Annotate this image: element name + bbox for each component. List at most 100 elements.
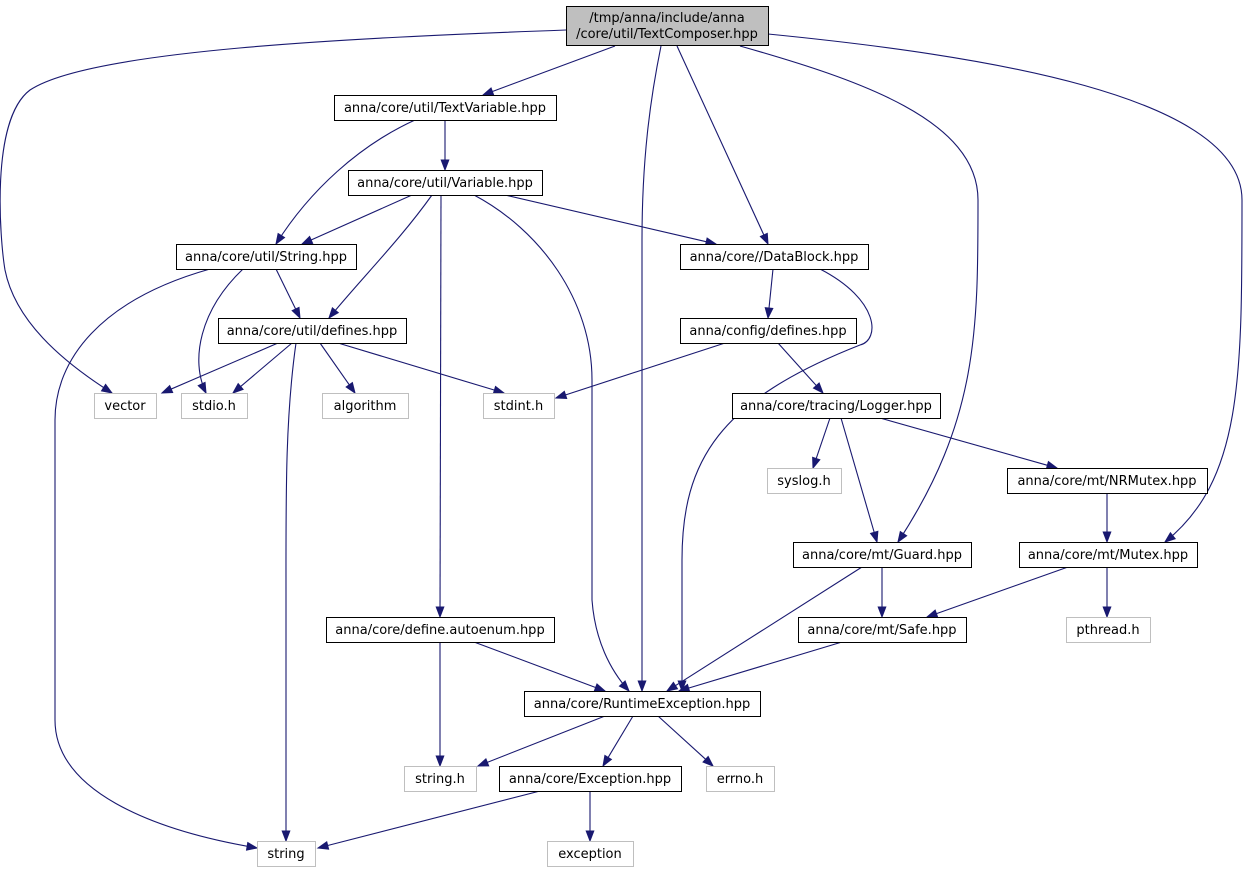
node-pthread: pthread.h bbox=[1066, 617, 1151, 643]
node-box bbox=[732, 393, 941, 419]
node-label: anna/core/Exception.hpp bbox=[509, 772, 671, 787]
edge-line bbox=[935, 566, 1069, 615]
node-exception-hpp[interactable]: anna/core/Exception.hpp bbox=[499, 766, 682, 792]
node-label: algorithm bbox=[334, 399, 397, 414]
node-string-std: string bbox=[257, 841, 316, 867]
arrowhead-icon bbox=[812, 456, 821, 470]
arrowhead-icon bbox=[291, 306, 301, 320]
node-datablock[interactable]: anna/core//DataBlock.hpp bbox=[680, 244, 869, 270]
node-label: anna/core/define.autoenum.hpp bbox=[335, 623, 544, 638]
node-root[interactable]: /tmp/anna/include/anna/core/util/TextCom… bbox=[566, 6, 769, 46]
node-label: anna/core/util/TextVariable.hpp bbox=[344, 101, 546, 116]
edge-variable-to-string_hpp bbox=[300, 194, 413, 245]
node-box bbox=[404, 766, 477, 792]
edge-line bbox=[275, 268, 297, 311]
arrowhead-icon bbox=[1102, 606, 1112, 619]
edge-line bbox=[309, 194, 413, 241]
edge-line bbox=[198, 268, 244, 394]
node-safe[interactable]: anna/core/mt/Safe.hpp bbox=[798, 617, 967, 643]
edge-line bbox=[170, 342, 279, 390]
node-label: pthread.h bbox=[1076, 623, 1139, 638]
arrowhead-icon bbox=[877, 606, 887, 619]
edge-root-to-guard bbox=[739, 45, 979, 544]
arrowhead-icon bbox=[492, 385, 506, 395]
node-box bbox=[334, 95, 557, 121]
edge-line bbox=[564, 342, 726, 396]
arrowhead-icon bbox=[554, 390, 568, 400]
arrowhead-icon bbox=[476, 757, 490, 767]
node-label: anna/core/util/String.hpp bbox=[185, 250, 347, 265]
node-string-h: string.h bbox=[404, 766, 477, 792]
edge-mutex-to-safe bbox=[925, 566, 1069, 618]
edge-safe-to-runtime bbox=[677, 641, 843, 693]
node-box bbox=[767, 468, 842, 494]
node-label: anna/core/mt/Mutex.hpp bbox=[1028, 548, 1188, 563]
edge-line bbox=[767, 33, 1243, 543]
arrowhead-icon bbox=[764, 307, 774, 320]
edges-layer bbox=[0, 29, 1243, 851]
edge-autoenum-to-runtime bbox=[473, 641, 607, 692]
node-logger[interactable]: anna/core/tracing/Logger.hpp bbox=[732, 393, 941, 419]
edge-line bbox=[328, 194, 433, 319]
arrowhead-icon bbox=[925, 609, 939, 618]
edge-runtime-to-string_h bbox=[476, 715, 606, 767]
edge-runtime-to-exception_hpp bbox=[602, 715, 634, 768]
arrowhead-icon bbox=[481, 87, 495, 96]
node-box bbox=[1019, 542, 1198, 568]
node-guard[interactable]: anna/core/mt/Guard.hpp bbox=[793, 542, 972, 568]
arrowhead-icon bbox=[702, 755, 715, 767]
node-label: string bbox=[267, 847, 304, 862]
node-label: syslog.h bbox=[777, 474, 830, 489]
arrowhead-icon bbox=[440, 159, 450, 172]
node-box bbox=[176, 244, 357, 270]
node-box bbox=[94, 393, 157, 419]
edge-line bbox=[777, 342, 818, 387]
node-box bbox=[499, 766, 682, 792]
edge-line bbox=[54, 268, 258, 849]
node-runtime[interactable]: anna/core/RuntimeException.hpp bbox=[524, 691, 761, 717]
edge-string_hpp-to-string_std bbox=[54, 268, 259, 851]
node-mutex[interactable]: anna/core/mt/Mutex.hpp bbox=[1019, 542, 1198, 568]
node-algorithm: algorithm bbox=[322, 393, 409, 419]
node-variable[interactable]: anna/core/util/Variable.hpp bbox=[348, 170, 543, 196]
edge-line bbox=[439, 194, 442, 609]
node-label: anna/core/mt/Safe.hpp bbox=[807, 623, 956, 638]
edge-line bbox=[815, 417, 831, 460]
arrowhead-icon bbox=[316, 841, 330, 850]
node-textvariable[interactable]: anna/core/util/TextVariable.hpp bbox=[334, 95, 557, 121]
arrowhead-icon bbox=[435, 606, 445, 619]
arrowhead-icon bbox=[1102, 531, 1112, 544]
node-label: anna/core/RuntimeException.hpp bbox=[534, 697, 750, 712]
edge-variable-to-util_defines bbox=[328, 194, 433, 320]
node-string-hpp[interactable]: anna/core/util/String.hpp bbox=[176, 244, 357, 270]
arrowhead-icon bbox=[585, 830, 595, 843]
node-box bbox=[181, 393, 248, 419]
node-errno: errno.h bbox=[706, 766, 775, 792]
edge-line bbox=[473, 641, 597, 689]
node-autoenum[interactable]: anna/core/define.autoenum.hpp bbox=[326, 617, 555, 643]
node-label: /tmp/anna/include/anna bbox=[589, 11, 744, 26]
node-label: string.h bbox=[415, 772, 465, 787]
edge-variable-to-runtime bbox=[473, 194, 630, 693]
node-label: anna/core/util/Variable.hpp bbox=[357, 176, 533, 191]
edge-nrmutex-to-mutex bbox=[1102, 493, 1112, 544]
edge-variable-to-autoenum bbox=[435, 194, 445, 619]
edge-line bbox=[486, 715, 606, 764]
edge-datablock-to-config_defines bbox=[764, 268, 774, 320]
edge-line bbox=[674, 566, 863, 687]
edge-textvariable-to-string_hpp bbox=[275, 119, 416, 246]
edge-line bbox=[0, 29, 567, 394]
edge-guard-to-runtime bbox=[665, 566, 863, 692]
edge-logger-to-nrmutex bbox=[879, 417, 1059, 470]
node-util-defines[interactable]: anna/core/util/defines.hpp bbox=[218, 318, 407, 344]
node-label: errno.h bbox=[717, 772, 764, 787]
node-box bbox=[798, 617, 967, 643]
node-label: /core/util/TextComposer.hpp bbox=[576, 27, 758, 42]
arrowhead-icon bbox=[328, 307, 340, 320]
node-nrmutex[interactable]: anna/core/mt/NRMutex.hpp bbox=[1007, 468, 1208, 494]
node-config-defines[interactable]: anna/config/defines.hpp bbox=[680, 318, 857, 344]
edge-root-to-textvariable bbox=[481, 45, 616, 96]
node-box bbox=[1066, 617, 1151, 643]
node-label: vector bbox=[104, 399, 146, 414]
edge-line bbox=[607, 715, 634, 759]
